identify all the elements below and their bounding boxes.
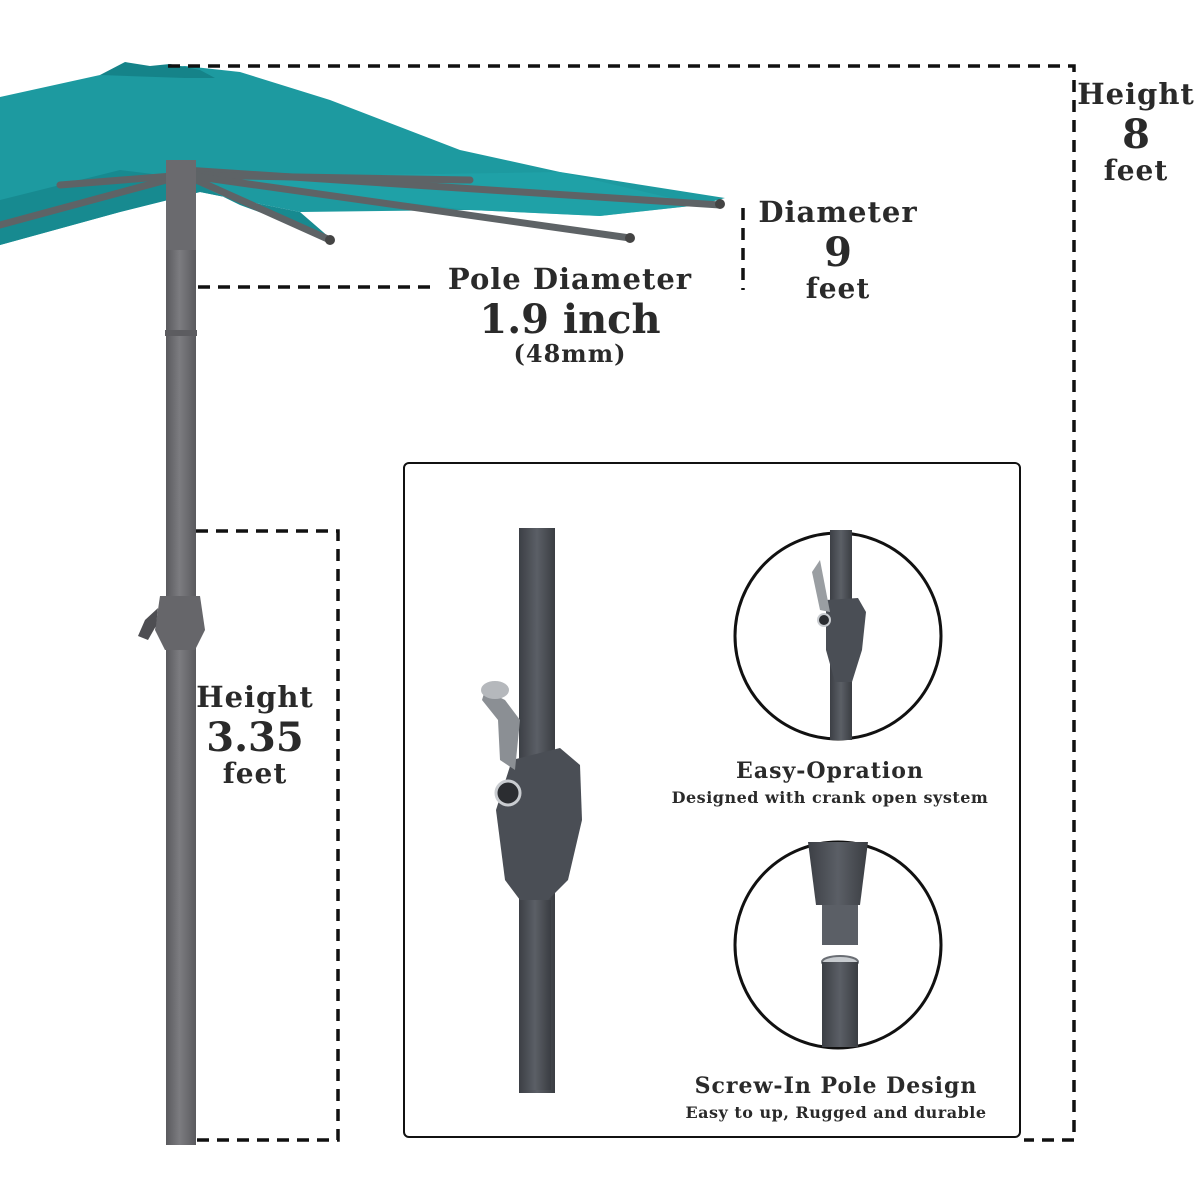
screw-in-closeup bbox=[733, 840, 943, 1050]
total-height-unit: feet bbox=[1103, 154, 1169, 187]
easy-operation-title: Easy-Opration bbox=[736, 758, 924, 784]
screw-in-subtitle: Easy to up, Rugged and durable bbox=[685, 1103, 987, 1122]
umbrella-pole bbox=[138, 160, 205, 1145]
pole-diameter-label: Pole Diameter 1.9 inch (48mm) bbox=[430, 265, 710, 366]
diameter-unit: feet bbox=[805, 272, 871, 305]
feature-panel bbox=[403, 462, 1021, 1138]
total-height-title: Height bbox=[1077, 77, 1195, 111]
crank-height-label: Height 3.35 feet bbox=[185, 683, 325, 788]
crank-detail-image bbox=[481, 528, 582, 1093]
easy-operation-subtitle: Designed with crank open system bbox=[671, 788, 989, 807]
screw-in-title: Screw-In Pole Design bbox=[694, 1073, 978, 1099]
crank-height-title: Height bbox=[196, 680, 314, 714]
crank-height-value: 3.35 bbox=[206, 714, 304, 761]
easy-operation-caption: Easy-Opration Designed with crank open s… bbox=[630, 758, 1030, 807]
total-height-label: Height 8 feet bbox=[1076, 80, 1196, 185]
pole-diameter-metric: (48mm) bbox=[513, 339, 627, 368]
total-height-value: 8 bbox=[1122, 111, 1150, 158]
diameter-label: Diameter 9 feet bbox=[748, 198, 928, 303]
canopy bbox=[0, 62, 725, 245]
pole-diameter-title: Pole Diameter bbox=[447, 262, 693, 296]
screw-in-caption: Screw-In Pole Design Easy to up, Rugged … bbox=[636, 1073, 1036, 1122]
diameter-title: Diameter bbox=[758, 195, 918, 229]
pole-diameter-value: 1.9 inch bbox=[479, 296, 661, 343]
crank-closeup bbox=[733, 530, 943, 741]
diameter-value: 9 bbox=[824, 229, 852, 276]
dimension-lines bbox=[168, 64, 1076, 1142]
crank-height-unit: feet bbox=[222, 757, 288, 790]
